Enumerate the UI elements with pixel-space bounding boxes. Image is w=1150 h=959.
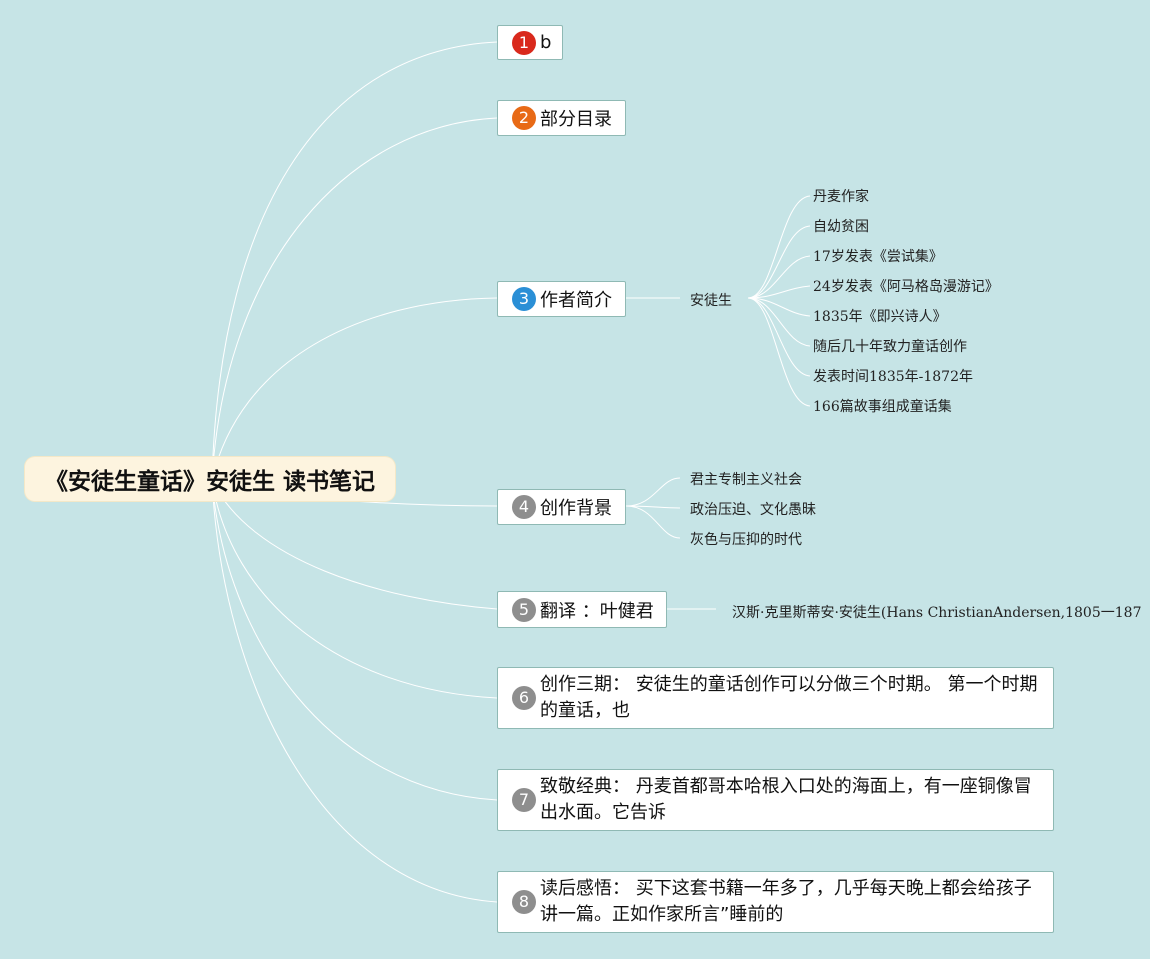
connector-root-2 [211, 117, 498, 481]
author-fact-item[interactable]: 166篇故事组成童话集 [813, 399, 952, 415]
author-name-node[interactable]: 安徒生 [690, 293, 732, 309]
priority-8-icon: 8 [512, 890, 536, 914]
root-title: 《安徒生童话》安徒生 读书笔记 [44, 469, 375, 495]
root-node[interactable]: 《安徒生童话》安徒生 读书笔记 [25, 457, 395, 501]
author-fact-item[interactable]: 随后几十年致力童话创作 [813, 339, 967, 355]
priority-5-icon: 5 [512, 597, 536, 622]
priority-6-icon: 6 [512, 686, 536, 710]
priority-4-icon: 4 [512, 495, 536, 519]
connector-root-3 [211, 297, 498, 481]
translator-note[interactable]: 汉斯·克里斯蒂安·安徒生(Hans ChristianAndersen,1805… [732, 605, 1142, 621]
branch-label: 创作三期： 安徒生的童话创作可以分做三个时期。 第一个时期的童话，也 [540, 674, 1038, 721]
branch-label: b [540, 32, 552, 53]
priority-1-icon: 1 [512, 30, 536, 55]
branch-node-7[interactable]: 7 致敬经典： 丹麦首都哥本哈根入口处的海面上，有一座铜像冒出水面。它告诉 [497, 769, 1054, 831]
author-fact-item[interactable]: 自幼贫困 [813, 219, 869, 235]
connector-root-8 [211, 479, 498, 903]
branch-label: 致敬经典： 丹麦首都哥本哈根入口处的海面上，有一座铜像冒出水面。它告诉 [540, 776, 1032, 823]
branch-node-2[interactable]: 2 部分目录 [497, 100, 626, 136]
branch-node-6[interactable]: 6 创作三期： 安徒生的童话创作可以分做三个时期。 第一个时期的童话，也 [497, 667, 1054, 729]
author-fact-item[interactable]: 1835年《即兴诗人》 [813, 309, 947, 325]
branch-node-8[interactable]: 8 读后感悟： 买下这套书籍一年多了，几乎每天晚上都会给孩子讲一篇。正如作家所言… [497, 871, 1054, 933]
connector-root-7 [211, 479, 498, 801]
priority-2-icon: 2 [512, 106, 536, 130]
branch-label: 部分目录 [540, 109, 612, 130]
background-item[interactable]: 君主专制主义社会 [690, 472, 802, 488]
author-fact-item[interactable]: 发表时间1835年-1872年 [813, 369, 973, 385]
background-item[interactable]: 政治压迫、文化愚昧 [690, 502, 816, 518]
author-fact-item[interactable]: 丹麦作家 [813, 189, 869, 205]
priority-3-icon: 3 [512, 287, 536, 311]
author-fact-item[interactable]: 24岁发表《阿马格岛漫游记》 [813, 279, 999, 295]
branch-label: 作者简介 [540, 290, 612, 311]
connector-root-6 [211, 479, 498, 699]
branch-node-1[interactable]: 1 b [497, 25, 563, 60]
author-fact-item[interactable]: 17岁发表《尝试集》 [813, 249, 943, 265]
branch-node-4[interactable]: 4 创作背景 [497, 489, 626, 525]
branch-label: 翻译 ：叶健君 [540, 600, 654, 622]
branch-label: 创作背景 [540, 498, 612, 519]
connector-root-1 [211, 41, 498, 481]
priority-7-icon: 7 [512, 788, 536, 812]
background-item[interactable]: 灰色与压抑的时代 [690, 532, 802, 548]
branch-label: 读后感悟： 买下这套书籍一年多了，几乎每天晚上都会给孩子讲一篇。正如作家所言”睡… [540, 878, 1032, 925]
branch-node-5[interactable]: 5 翻译 ：叶健君 [497, 591, 667, 628]
branch-node-3[interactable]: 3 作者简介 [497, 281, 626, 317]
